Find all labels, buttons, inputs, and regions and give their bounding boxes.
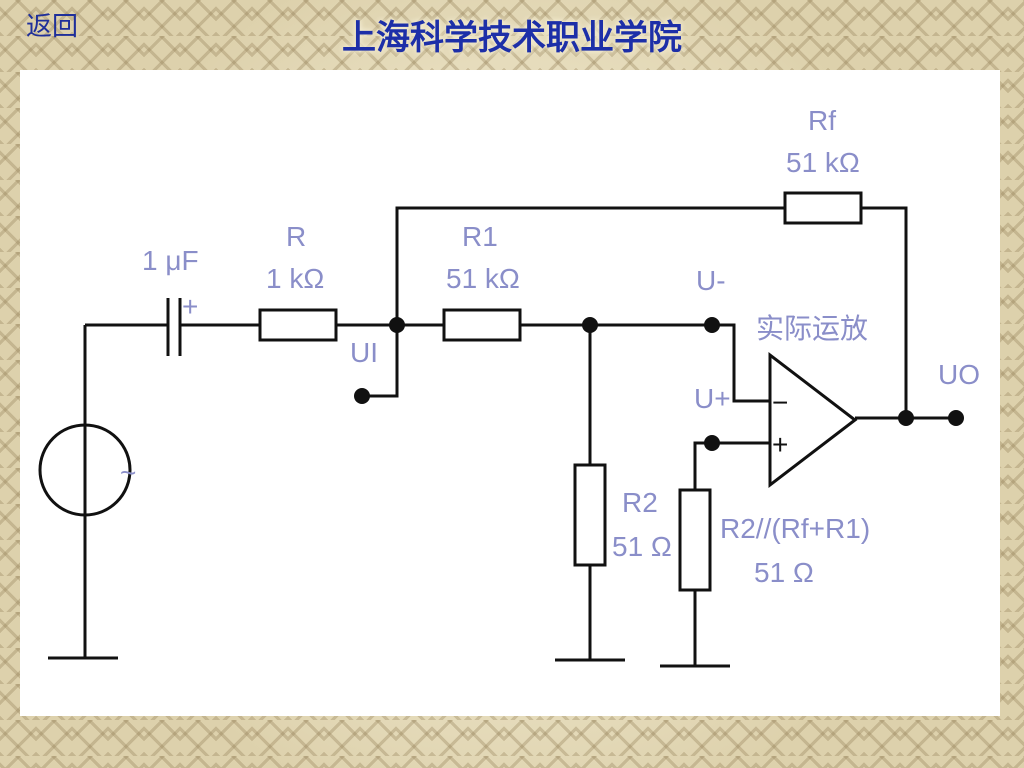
resistor-r2-name: R2 xyxy=(622,487,658,518)
capacitor-value: 1 μF xyxy=(142,245,199,276)
wire-rcomp-top xyxy=(693,441,712,490)
wire-feedback-right xyxy=(861,206,908,418)
resistor-r2-value: 51 Ω xyxy=(612,531,672,562)
resistor-r-name: R xyxy=(286,221,306,252)
opamp-label: 实际运放 xyxy=(756,313,868,344)
terminal-ui xyxy=(354,388,370,404)
page-title: 上海科学技术职业学院 xyxy=(342,18,682,58)
resistor-rcomp-name: R2//(Rf+R1) xyxy=(720,513,870,544)
circuit-panel: ~ + 1 μF R 1 kΩ UI Rf 51 kΩ R1 51 kΩ xyxy=(20,70,1000,716)
back-link[interactable]: 返回 xyxy=(26,12,79,42)
node-ui-label: UI xyxy=(350,337,378,368)
capacitor-polarity: + xyxy=(182,291,198,322)
resistor-r xyxy=(258,308,338,342)
resistor-rcomp xyxy=(678,488,712,592)
opamp-triangle xyxy=(768,351,858,489)
resistor-r2 xyxy=(573,463,607,567)
resistor-r1-value: 51 kΩ xyxy=(446,263,520,294)
resistor-rcomp-value: 51 Ω xyxy=(754,557,814,588)
node-u-minus-label: U- xyxy=(696,265,726,296)
resistor-rf-name: Rf xyxy=(808,105,836,136)
junction-output xyxy=(898,410,914,426)
resistor-rf-value: 51 kΩ xyxy=(786,147,860,178)
top-bar: 返回 上海科学技术职业学院 xyxy=(0,0,1024,68)
node-u-plus-label: U+ xyxy=(694,383,731,414)
source-symbol: ~ xyxy=(120,457,136,488)
opamp-minus-sign: − xyxy=(772,387,788,418)
wire-ui-terminal xyxy=(362,325,399,398)
resistor-r1 xyxy=(442,308,522,342)
wire-feedback-left xyxy=(395,206,785,325)
wire-inverting-input xyxy=(712,323,770,403)
opamp-plus-sign: + xyxy=(772,429,788,460)
ac-source xyxy=(38,423,132,517)
circuit-diagram: ~ + 1 μF R 1 kΩ UI Rf 51 kΩ R1 51 kΩ xyxy=(38,105,980,668)
terminal-uo xyxy=(948,410,964,426)
capacitor xyxy=(166,298,182,356)
node-uo-label: UO xyxy=(938,359,980,390)
resistor-rf xyxy=(783,191,863,225)
resistor-r1-name: R1 xyxy=(462,221,498,252)
resistor-r-value: 1 kΩ xyxy=(266,263,324,294)
